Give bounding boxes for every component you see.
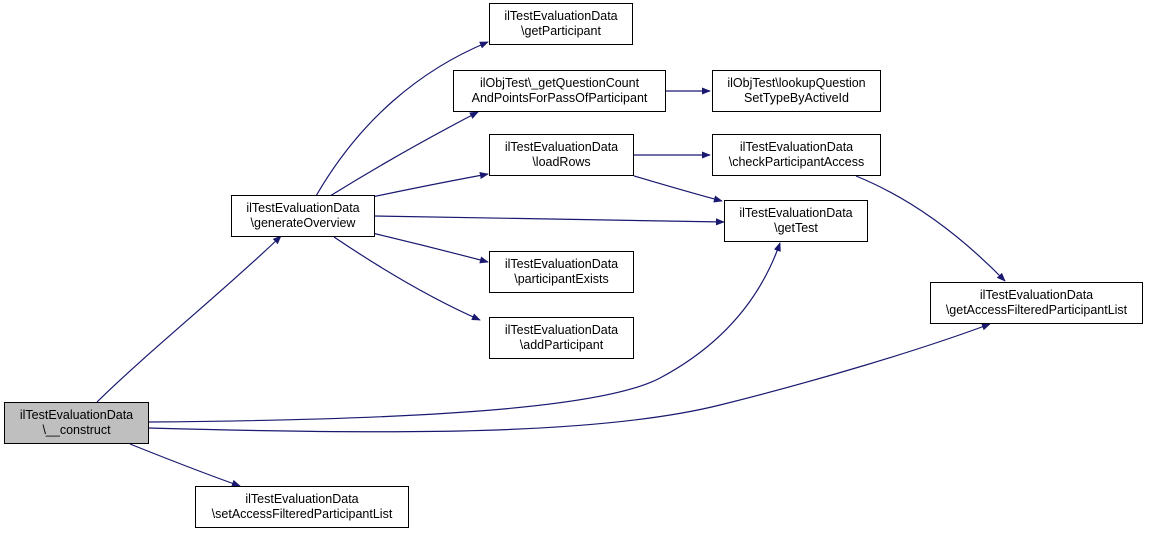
edge-generateoverview-to-participantexists [371, 232, 489, 264]
node-participant-exists[interactable]: ilTestEvaluationData \participantExists [489, 251, 634, 293]
edge-generateoverview-to-getparticipant [315, 41, 489, 197]
node-construct-method: \__construct [42, 423, 111, 437]
node-load-rows-method: \loadRows [532, 155, 591, 169]
edge-generateoverview-to-addparticipant [333, 236, 481, 321]
edge-loadrows-to-gettest [633, 175, 723, 203]
node-get-access-filtered-participant-list[interactable]: ilTestEvaluationData \getAccessFilteredP… [930, 282, 1143, 324]
node-get-test-class: ilTestEvaluationData [739, 206, 853, 220]
node-get-question-count-line2: AndPointsForPassOfParticipant [471, 91, 648, 105]
node-load-rows[interactable]: ilTestEvaluationData \loadRows [489, 134, 634, 176]
edge-construct-to-setaccessfiltered [129, 443, 241, 487]
node-check-participant-access[interactable]: ilTestEvaluationData \checkParticipantAc… [712, 134, 881, 176]
node-get-participant-class: ilTestEvaluationData [504, 9, 618, 23]
node-get-access-filtered-method: \getAccessFilteredParticipantList [945, 303, 1128, 317]
node-add-participant-class: ilTestEvaluationData [504, 323, 619, 337]
node-construct[interactable]: ilTestEvaluationData \__construct [4, 402, 149, 444]
node-set-access-filtered-participant-list[interactable]: ilTestEvaluationData \setAccessFilteredP… [195, 486, 409, 528]
node-load-rows-class: ilTestEvaluationData [504, 140, 619, 154]
node-get-test-method: \getTest [774, 221, 818, 235]
node-add-participant[interactable]: ilTestEvaluationData \addParticipant [489, 317, 634, 359]
edge-generateoverview-to-gettest [373, 215, 725, 226]
edge-construct-to-getaccessfiltered [147, 323, 991, 433]
node-check-participant-access-method: \checkParticipantAccess [728, 155, 865, 169]
node-set-access-filtered-method: \setAccessFilteredParticipantList [211, 507, 393, 521]
node-get-question-count-line1: ilObjTest\_getQuestionCount [479, 76, 640, 90]
node-participant-exists-method: \participantExists [514, 272, 609, 286]
edge-generateoverview-to-loadrows [371, 171, 489, 198]
node-participant-exists-class: ilTestEvaluationData [504, 257, 619, 271]
node-check-participant-access-class: ilTestEvaluationData [739, 140, 854, 154]
node-construct-class: ilTestEvaluationData [19, 408, 134, 422]
edge-generateoverview-to-getquestioncount [329, 111, 479, 197]
node-get-question-count[interactable]: ilObjTest\_getQuestionCount AndPointsFor… [453, 70, 666, 112]
node-set-access-filtered-class: ilTestEvaluationData [245, 492, 359, 506]
node-generate-overview[interactable]: ilTestEvaluationData \generateOverview [231, 195, 375, 237]
node-add-participant-method: \addParticipant [519, 338, 604, 352]
node-lookup-question[interactable]: ilObjTest\lookupQuestion SetTypeByActive… [712, 70, 881, 112]
edge-construct-to-gettest [147, 242, 781, 423]
node-generate-overview-method: \generateOverview [250, 216, 356, 230]
edge-construct-to-generateoverview [96, 235, 282, 403]
node-get-participant-method: \getParticipant [521, 24, 601, 38]
node-lookup-question-line2: SetTypeByActiveId [744, 91, 849, 105]
node-get-participant[interactable]: ilTestEvaluationData \getParticipant [489, 3, 633, 45]
node-lookup-question-line1: ilObjTest\lookupQuestion [727, 76, 866, 90]
edge-checkaccess-to-getaccessfiltered [855, 175, 1006, 282]
node-get-test[interactable]: ilTestEvaluationData \getTest [724, 200, 868, 242]
node-get-access-filtered-class: ilTestEvaluationData [979, 288, 1094, 302]
node-generate-overview-class: ilTestEvaluationData [246, 201, 360, 215]
